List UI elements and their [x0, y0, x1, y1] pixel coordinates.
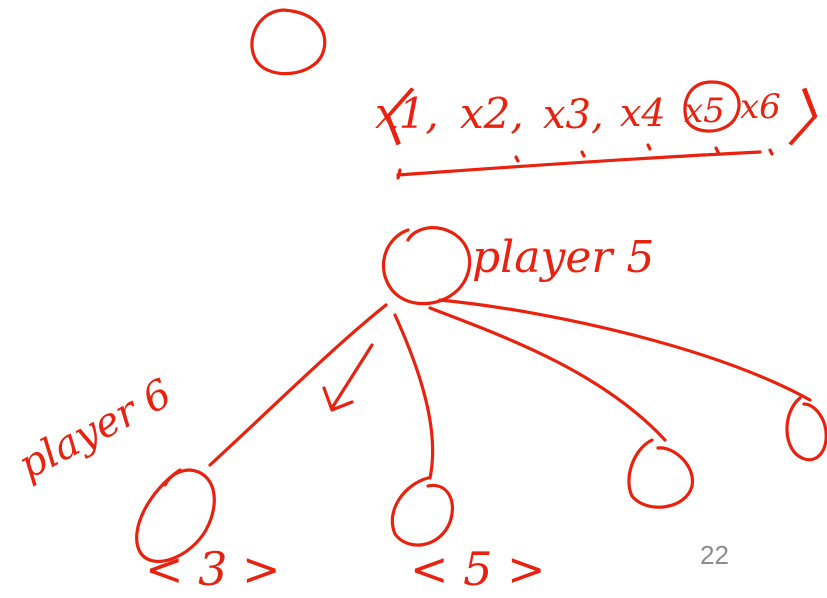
sequence-close-bracket: 〉 [786, 82, 827, 155]
sequence-item-x3: x3, [543, 92, 604, 138]
sequence-item-x6: x6 [740, 87, 781, 127]
sequence-open-bracket: 〈 [343, 82, 415, 155]
direction-arrow [322, 343, 374, 412]
player5-label: player 5 [472, 232, 654, 283]
sequence-item-x4: x4 [620, 91, 666, 135]
edge-to-child1 [208, 303, 388, 467]
child3-node [627, 438, 695, 509]
edge-to-child3 [428, 306, 667, 442]
root-node [382, 226, 472, 306]
top-node [250, 8, 327, 76]
player6-label: player 6 [11, 370, 179, 488]
sequence-underline [396, 150, 762, 177]
sequence-item-x2: x2, [460, 89, 524, 138]
x5-highlight-circle [683, 80, 741, 133]
child2-value: < 5 > [410, 542, 546, 596]
player6-label-group: player 6 [11, 370, 179, 488]
child1-node [135, 468, 216, 563]
sequence-item-x1: x1, [375, 89, 439, 138]
child2-node [390, 476, 454, 547]
child4-node [785, 396, 827, 462]
edge-to-child4 [438, 298, 812, 402]
sequence-tick-marks [396, 143, 774, 180]
page-number: 22 [700, 540, 729, 570]
edge-to-child2 [393, 313, 435, 480]
child1-value: < 3 > [145, 542, 281, 596]
